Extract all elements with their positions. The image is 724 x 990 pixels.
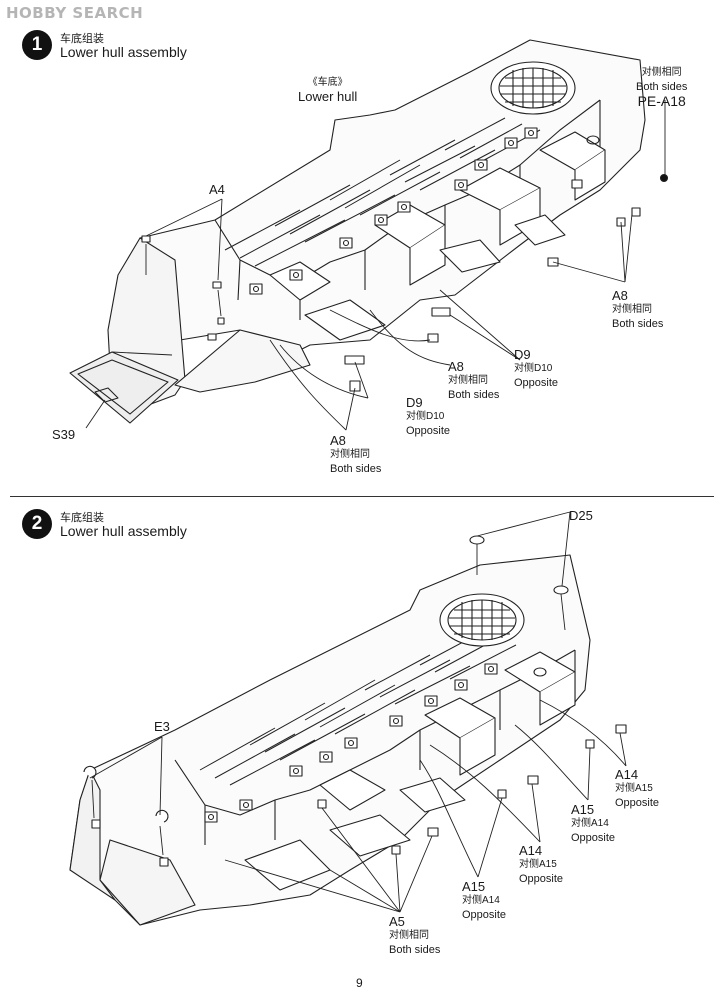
part-callout-d9-mid: D9 对侧D10 Opposite (406, 396, 450, 438)
part-callout-a15-right: A15 对侧A14 Opposite (571, 803, 615, 845)
a15-right-en: Opposite (571, 832, 616, 844)
part-callout-a8-mid: A8 对侧相同 Both sides (448, 360, 499, 402)
a8-right-code: A8 (612, 288, 628, 303)
a8-right-cn: 对侧相同 (612, 304, 652, 315)
e3-code: E3 (154, 719, 170, 734)
a5-en: Both sides (389, 944, 441, 956)
part-callout-d25: D25 (569, 509, 593, 523)
step-1-lower-hull-drawing (69, 39, 669, 424)
a15-mid-cn: 对侧A14 (462, 895, 500, 906)
step-1-badge: 1 (22, 30, 52, 60)
d9-mid-cn: 对侧D10 (406, 411, 445, 422)
a15-right-code: A15 (571, 802, 595, 817)
part-callout-a8-right: A8 对侧相同 Both sides (612, 289, 663, 331)
a15-right-cn: 对侧A14 (571, 818, 609, 829)
step-2-engine-grille (439, 593, 525, 647)
step-1-engine-grille (490, 61, 576, 115)
d9-right-code: D9 (514, 347, 531, 362)
lower-hull-label-cn: 《车底》 (307, 77, 348, 88)
step-1-title-cn: 车底组装 (60, 33, 104, 45)
lower-hull-label-en: Lower hull (298, 89, 358, 104)
a14-right-en: Opposite (615, 797, 660, 809)
a8-right-en: Both sides (612, 318, 664, 330)
d9-mid-code: D9 (406, 395, 423, 410)
a14-right-code: A14 (615, 767, 639, 782)
a5-cn: 对侧相同 (389, 930, 429, 941)
pe-a18-cn: 对侧相同 (641, 67, 682, 78)
page-number: 9 (356, 976, 363, 990)
part-callout-e3: E3 (154, 720, 170, 734)
part-callout-a15-mid: A15 对侧A14 Opposite (462, 880, 506, 922)
part-callout-a8-bottom: A8 对侧相同 Both sides (330, 434, 381, 476)
a14-mid-cn: 对侧A15 (519, 859, 557, 870)
step-divider (10, 496, 714, 497)
part-callout-s39: S39 (52, 428, 75, 442)
step-2-leader-lines (89, 511, 627, 913)
a8-bottom-en: Both sides (330, 463, 382, 475)
part-callout-pe-a18: 对侧相同 Both sides PE-A18 (636, 66, 687, 108)
step-2-title-cn: 车底组装 (60, 512, 104, 524)
a8-bottom-cn: 对侧相同 (330, 449, 370, 460)
step-1-leader-lines (85, 100, 666, 431)
a15-mid-code: A15 (462, 879, 486, 894)
lower-hull-label: 《车底》 Lower hull (298, 76, 357, 104)
d25-code: D25 (569, 508, 593, 523)
a8-bottom-code: A8 (330, 433, 346, 448)
a14-right-cn: 对侧A15 (615, 783, 653, 794)
a8-mid-cn: 对侧相同 (448, 375, 488, 386)
d9-right-cn: 对侧D10 (514, 363, 553, 374)
a5-code: A5 (389, 914, 405, 929)
a14-mid-en: Opposite (519, 873, 564, 885)
watermark-logo: HOBBY SEARCH (6, 4, 144, 22)
a15-mid-en: Opposite (462, 909, 507, 921)
pe-a18-code: PE-A18 (637, 93, 686, 109)
part-callout-a4: A4 (209, 183, 225, 197)
pe-a18-en: Both sides (636, 81, 688, 93)
d9-right-en: Opposite (514, 377, 559, 389)
step-2-loose-parts (83, 535, 627, 867)
part-callout-a5: A5 对侧相同 Both sides (389, 915, 440, 957)
a14-mid-code: A14 (519, 843, 543, 858)
step-2-title-en: Lower hull assembly (60, 523, 187, 539)
part-callout-a14-mid: A14 对侧A15 Opposite (519, 844, 563, 886)
a4-code: A4 (209, 182, 225, 197)
a8-mid-en: Both sides (448, 389, 500, 401)
step-2-lower-hull-drawing (69, 535, 627, 926)
d9-mid-en: Opposite (406, 425, 451, 437)
step-2-badge: 2 (22, 509, 52, 539)
s39-code: S39 (52, 427, 76, 442)
part-callout-d9-right: D9 对侧D10 Opposite (514, 348, 558, 390)
a8-mid-code: A8 (448, 359, 464, 374)
step-1-title-en: Lower hull assembly (60, 44, 187, 60)
part-callout-a14-right: A14 对侧A15 Opposite (615, 768, 659, 810)
